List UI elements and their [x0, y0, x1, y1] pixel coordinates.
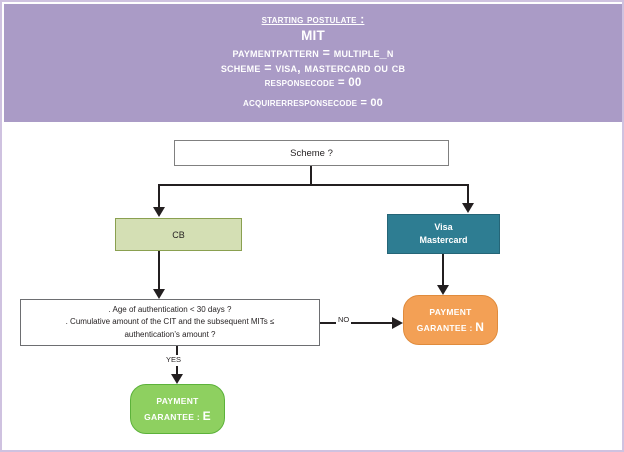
result-payment-garantee-e[interactable]: PAYMENT GARANTEE : E	[130, 384, 225, 434]
result-payment-garantee-n[interactable]: PAYMENT GARANTEE : N	[403, 295, 498, 345]
branch-cb-label: CB	[172, 229, 185, 240]
result-n-label: GARANTEE :	[416, 322, 473, 333]
arrow-yes-to-result-e	[171, 374, 183, 384]
starting-postulate-banner: Starting postulate : MIT PaymentPattern …	[4, 4, 622, 122]
connector-visa-to-result	[442, 254, 444, 285]
banner-acquirer-response-code: AcquirerResponseCode = 00	[242, 97, 383, 109]
arrow-visa-to-result-n	[437, 285, 449, 295]
condition-box[interactable]: . Age of authentication < 30 days ? . Cu…	[20, 299, 320, 346]
decision-scheme-label: Scheme ?	[290, 147, 333, 159]
connector-cb-to-condition	[158, 251, 160, 289]
connector-fork-right	[467, 184, 469, 203]
condition-line-1: . Age of authentication < 30 days ?	[108, 304, 232, 314]
result-e-value: E	[202, 408, 211, 423]
banner-title: Starting postulate :	[261, 12, 365, 26]
result-e-label: GARANTEE :	[144, 411, 200, 422]
edge-label-yes: YES	[164, 355, 184, 364]
result-n-line2: GARANTEE : N	[417, 320, 485, 334]
condition-line-2: . Cumulative amount of the CIT and the s…	[65, 317, 275, 327]
connector-scheme-stem	[310, 166, 312, 185]
connector-no-edge	[320, 322, 392, 324]
result-n-value: N	[475, 319, 485, 334]
arrow-no-to-result-n	[392, 317, 403, 329]
banner-payment-pattern: PaymentPattern = MULTIPLE_N	[232, 45, 394, 60]
banner-subject: MIT	[301, 28, 325, 43]
arrow-to-visa	[462, 203, 474, 213]
branch-visa-mastercard-box[interactable]: Visa Mastercard	[387, 214, 500, 254]
branch-visa-label: Visa	[434, 221, 453, 232]
arrow-to-cb	[153, 207, 165, 217]
result-n-line1: PAYMENT	[429, 306, 472, 317]
connector-fork-left	[158, 184, 160, 207]
arrow-to-condition	[153, 289, 165, 299]
condition-line-3: authentication’s amount ?	[124, 329, 216, 339]
edge-label-no: NO	[336, 315, 352, 324]
banner-response-code: ResponseCode = 00	[264, 76, 362, 89]
connector-yes-stem-top	[176, 346, 178, 356]
connector-yes-stem-bottom	[176, 366, 178, 376]
branch-cb-box[interactable]: CB	[115, 218, 242, 251]
result-e-line2: GARANTEE : E	[144, 409, 211, 423]
decision-scheme-box[interactable]: Scheme ?	[174, 140, 449, 166]
connector-fork-bar	[158, 184, 469, 186]
banner-scheme: Scheme = Visa, Mastercard ou CB	[220, 61, 406, 75]
branch-mastercard-label: Mastercard	[419, 235, 468, 245]
result-e-line1: PAYMENT	[156, 395, 199, 406]
